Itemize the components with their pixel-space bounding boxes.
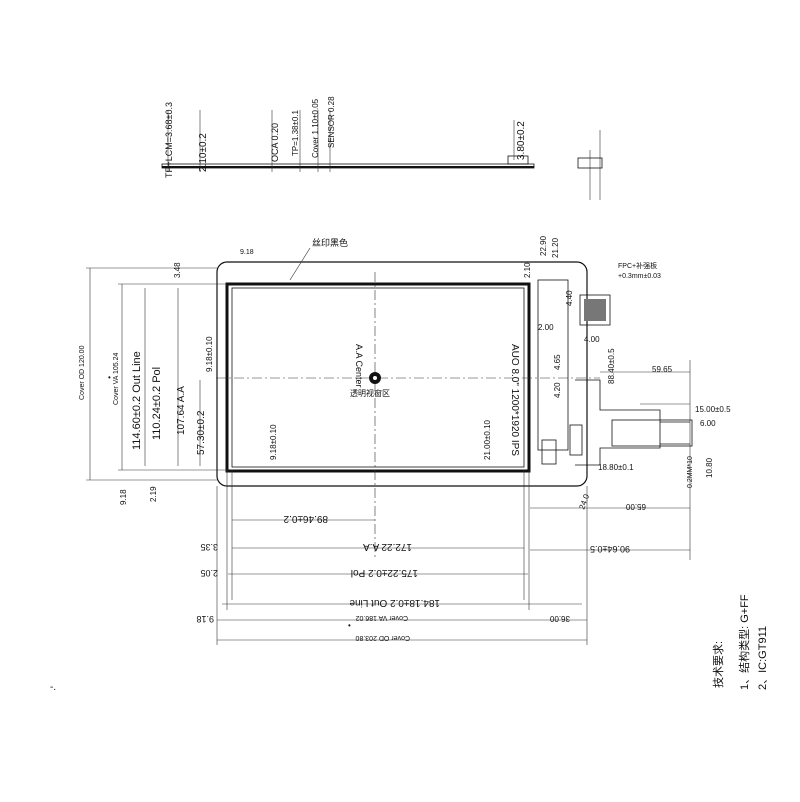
ic-chip [541,439,557,465]
dim-pol-horizontal: 175.22±0.2 Pol [351,567,418,578]
dim-219: 2.19 [149,486,158,502]
dim-600: 6.00 [700,419,716,428]
note-silk-black: 丝印黑色 [312,237,348,248]
fpc-tail [575,379,661,466]
dim-918-010-bottom: 9.18±0.10 [269,424,278,460]
label-left-thickness: 2.10±0.2 [198,133,209,172]
fpc-connector [569,424,583,456]
label-cover: Cover 1.10±0.05 [311,98,320,158]
dim-5965: 59.65 [652,365,673,374]
note-transparent-area: 透明视窗区 [350,388,390,398]
profile-layer [162,166,534,168]
dim-205: 2.05 [200,568,218,578]
tech-req-item2: 2、IC:GT911 [757,626,769,690]
dim-pol-vertical: 110.24±0.2 Pol [151,367,163,440]
dim-348: 3.48 [173,262,182,278]
stray-mark: -. [50,682,56,693]
transparent-window [231,287,525,468]
dim-cover-va-horizontal: Cover VA 186.02 [355,614,408,621]
label-tp-lcm: TP+LCM=3.68±0.3 [164,102,174,178]
label-oca: OCA 0.20 [270,123,280,162]
dim-outline-horizontal: 184.18±0.2 Out Line [349,597,440,608]
profile-bump [507,155,529,165]
dim-918: 9.18 [119,489,128,505]
dim-918-corner: 9.18 [240,249,254,256]
dim-200: 2.00 [538,323,554,332]
label-sensor: SENSOR 0.28 [327,96,336,148]
dim-8946: 89.46±0.2 [283,513,328,524]
dim-aa-vertical: 107.64 A.A [176,386,187,435]
dim-210-right: 2.10 [523,262,532,278]
dim-cover-od-vertical: Cover OD 120.00 [79,345,86,400]
dim-918-010-top: 9.18±0.10 [205,336,214,372]
note-stiffener: +0.3mm±0.03 [618,273,661,280]
black-print-border [225,282,531,473]
dim-918-bottom: 9.18 [196,614,214,624]
dim-1880: 18.80±0.1 [598,463,634,472]
tech-req-item1: 1、结构类型: G+FF [737,594,751,690]
dim-aa-horizontal: 172.22 A.A [363,541,412,552]
dim-pitch: 0.2MM*10 [687,456,694,488]
cross-mark-left: • [108,373,111,382]
note-fpc: FPC+补强板 [618,261,657,270]
front-view: • • [108,261,693,630]
dim-cover-va-vertical: Cover VA 105.24 [113,352,120,405]
dim-420: 4.20 [553,382,562,398]
dim-400: 4.00 [584,335,600,344]
dim-cover-od-horizontal: Cover OD 203.80 [355,634,410,641]
vertical-dimension-lines [86,267,227,481]
dim-2290: 22.90 [539,235,548,256]
dim-3600: 36.00 [549,614,570,623]
side-profile [161,110,603,200]
dim-9064: 90.64±0.5 [590,544,630,554]
note-aa-center: A.A Center [354,344,364,388]
dim-1500: 15.00±0.5 [695,405,731,414]
cross-mark-bottom: • [348,621,351,630]
horizontal-dimension-lines [216,470,588,645]
note-panel-model: AUO 8.0" 1200*1920 IPS [509,344,520,456]
label-right-thickness: 3.80±0.2 [516,121,527,160]
dim-2100-vertical: 21.00±0.10 [483,419,492,460]
fpc-gold-fingers [611,419,693,447]
dim-1080: 10.80 [705,457,714,478]
dim-465: 4.65 [553,354,562,370]
stiffener-area [579,294,611,326]
ic-area [537,279,569,451]
label-tp: TP=1.38±0.1 [291,109,300,156]
dim-335: 3.35 [200,542,218,552]
dim-8840: 88.40±0.5 [607,348,616,384]
tech-req-title: 技术要求: [712,641,725,688]
dim-2120: 21.20 [551,237,560,258]
stiffener-hatch [584,299,606,321]
dim-outline-vertical: 114.60±0.2 Out Line [131,351,143,450]
dim-5730-vertical: 57.30±0.2 [196,410,207,455]
right-dimension-lines [530,360,691,560]
cover-outline [216,261,588,487]
dim-440: 4.40 [565,290,574,306]
dim-6500: 65.00 [625,502,646,511]
